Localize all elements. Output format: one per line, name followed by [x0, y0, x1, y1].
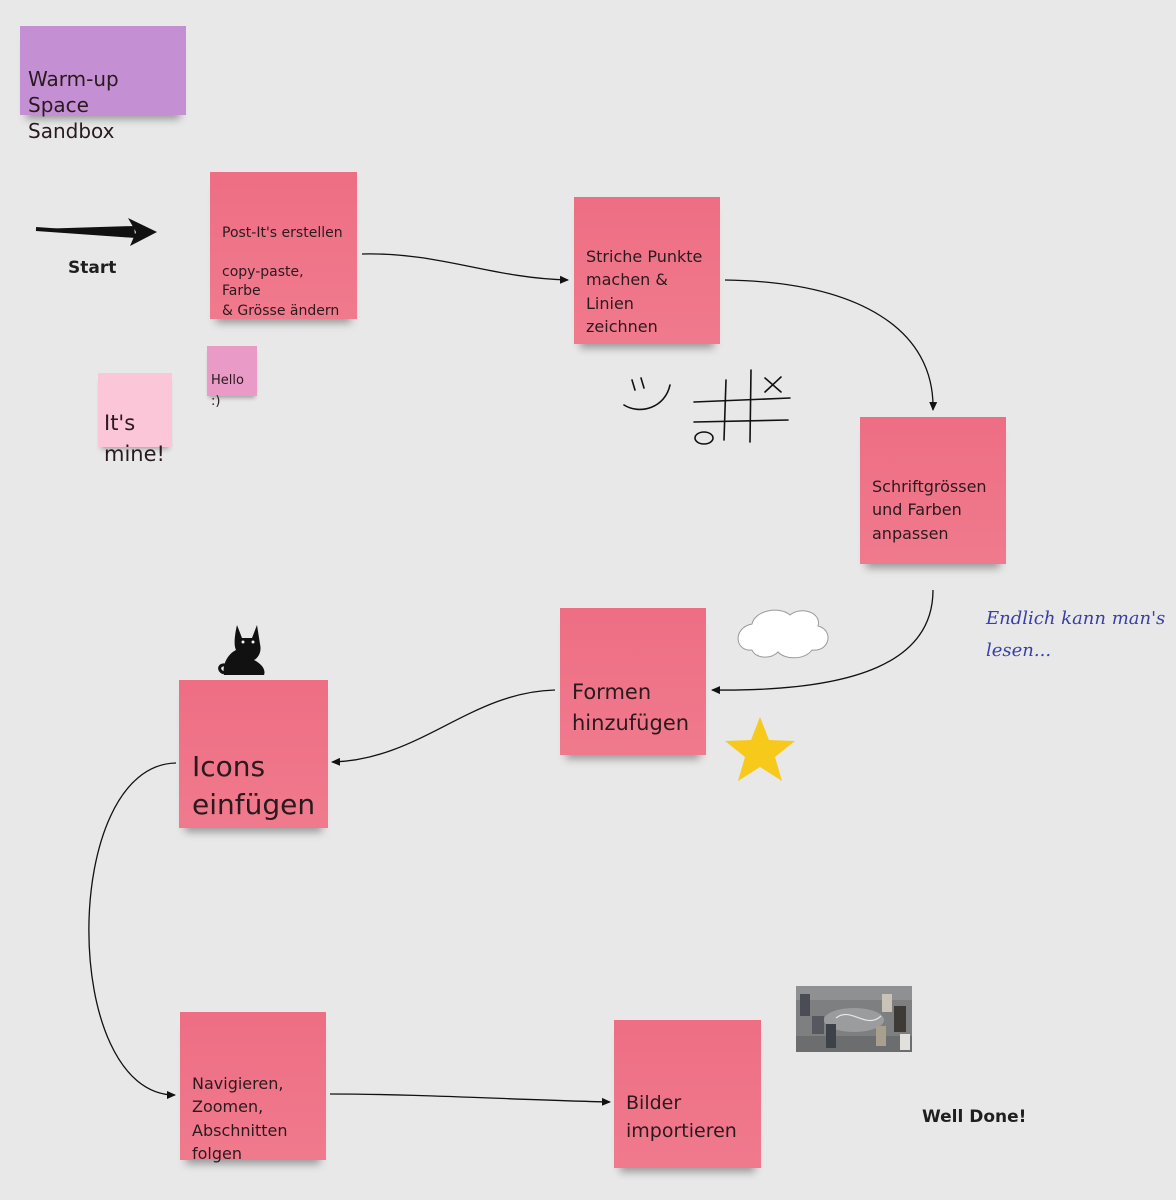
note-schrift[interactable]: Schriftgrössen und Farben anpassen [860, 417, 1006, 564]
note-hello[interactable]: Hello :) [207, 346, 257, 409]
note-formen-text: Formen hinzufügen [572, 680, 690, 735]
cloud-icon[interactable] [737, 609, 829, 659]
note-formen[interactable]: Formen hinzufügen [560, 608, 706, 755]
note-its-mine-text: It's mine! [104, 411, 165, 466]
note-its-mine[interactable]: It's mine! [98, 373, 172, 466]
start-arrow-icon[interactable] [35, 218, 157, 246]
cat-icon[interactable] [218, 625, 265, 675]
connector-6[interactable] [329, 1093, 611, 1106]
note-navigieren-text: Navigieren, Zoomen, Abschnitten folgen [192, 1073, 288, 1164]
note-bilder-text: Bilder importieren [626, 1091, 737, 1143]
star-icon[interactable] [725, 717, 795, 781]
note-post-its-text: Post-It's erstellen copy-paste, Farbe & … [222, 224, 343, 319]
title-note-text: Warm-up Space Sandbox [28, 67, 119, 143]
title-sticky-note[interactable]: Warm-up Space Sandbox [20, 26, 186, 143]
note-navigieren[interactable]: Navigieren, Zoomen, Abschnitten folgen [180, 1012, 326, 1163]
note-icons[interactable]: Icons einfügen [179, 680, 328, 828]
smiley-doodle[interactable] [623, 377, 671, 411]
note-striche-text: Striche Punkte machen & Linien zeichnen [586, 246, 703, 337]
tic-tac-toe-doodle[interactable] [693, 369, 791, 445]
note-icons-text: Icons einfügen [192, 750, 316, 821]
well-done-label: Well Done! [922, 1107, 1027, 1127]
note-hello-text: Hello :) [211, 373, 244, 409]
connector-3[interactable] [711, 589, 934, 695]
note-schrift-text: Schriftgrössen und Farben anpassen [872, 476, 987, 543]
note-bilder[interactable]: Bilder importieren [614, 1020, 761, 1168]
connector-1[interactable] [361, 253, 569, 284]
note-post-its[interactable]: Post-It's erstellen copy-paste, Farbe & … [210, 172, 357, 319]
imported-photo[interactable] [796, 986, 912, 1052]
connector-2[interactable] [724, 279, 938, 411]
connector-4[interactable] [331, 689, 556, 766]
note-striche[interactable]: Striche Punkte machen & Linien zeichnen [574, 197, 720, 344]
connector-5[interactable] [88, 762, 177, 1099]
start-label: Start [68, 258, 117, 278]
handwriting-text: Endlich kann man's lesen... [986, 608, 1166, 661]
photo-image [796, 986, 912, 1052]
